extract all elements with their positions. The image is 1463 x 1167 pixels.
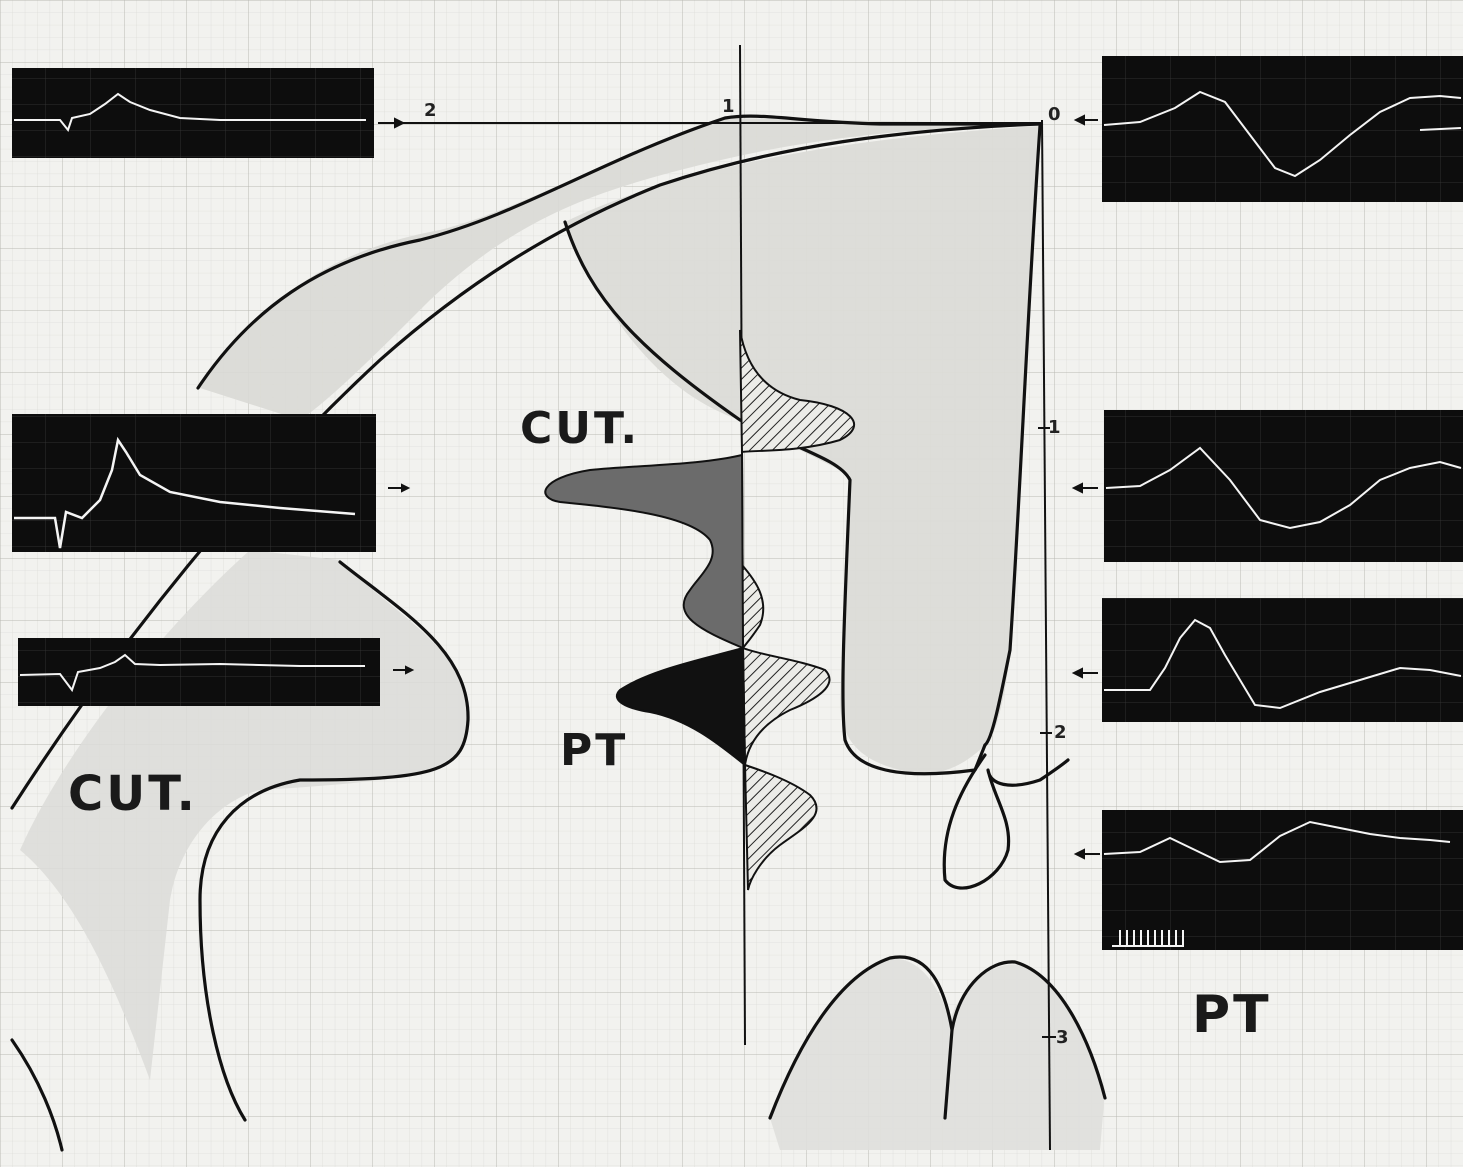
top-axis-label-1: 1	[722, 96, 735, 117]
right-axis-label-3: 3	[1056, 1027, 1069, 1048]
trace-panel-right-2	[1104, 410, 1463, 562]
label-pt-right: PT	[1192, 985, 1272, 1045]
trace-panel-left-2	[12, 414, 376, 552]
trace-panel-right-1	[1102, 56, 1463, 202]
label-cut-center: CUT.	[520, 403, 640, 454]
trace-panel-right-3	[1102, 598, 1463, 722]
label-cut-left: CUT.	[68, 766, 198, 822]
trace-panel-left-3	[18, 638, 380, 706]
right-axis-label-1: 1	[1048, 417, 1061, 438]
top-axis-label-2: 2	[424, 100, 437, 121]
right-axis-label-2: 2	[1054, 722, 1067, 743]
top-axis-label-0: 0	[1048, 104, 1061, 125]
trace-panel-right-4	[1102, 810, 1463, 950]
trace-panel-left-1	[12, 68, 374, 158]
label-pt-center: PT	[560, 725, 628, 776]
